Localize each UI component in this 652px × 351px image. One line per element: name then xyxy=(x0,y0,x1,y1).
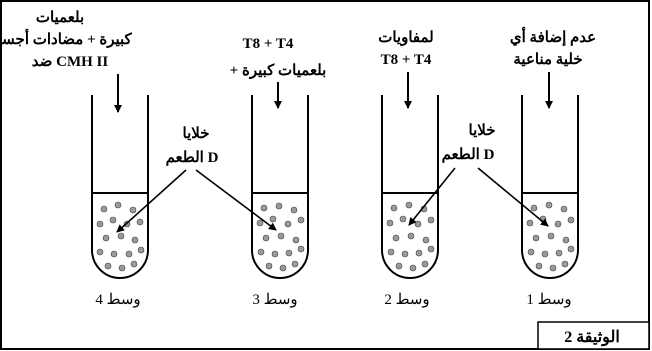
tube-2: لمفاويات T8 + T4 وسط 2 xyxy=(378,30,439,308)
tube-1: عدم إضافة أي خلية مناعية وسط 1 xyxy=(510,26,596,308)
tube-4-medium-label: وسط 4 xyxy=(95,292,140,308)
tube-1-top-label-line2: خلية مناعية xyxy=(513,52,582,68)
tube-3-medium-label: وسط 3 xyxy=(252,292,297,308)
bait-arrow-to-tube-3 xyxy=(195,169,277,231)
tube-4-top-label-line2: كبيرة + مضادات أجسام xyxy=(0,28,133,48)
tube-2-top-label-line2: T8 + T4 xyxy=(381,52,432,68)
tube-3: T8 + T4 + بلعميات كبيرة وسط 3 xyxy=(230,36,327,308)
tube-1-outline xyxy=(521,95,579,279)
bait-cells-left-label-line2: الطعم D xyxy=(166,150,219,166)
tube-2-medium-label: وسط 2 xyxy=(384,292,429,308)
bait-cells-right-label-line2: الطعم D xyxy=(442,147,495,163)
tube-3-top-label-line2: + بلعميات كبيرة xyxy=(230,63,327,79)
tube-1-cells xyxy=(526,201,575,272)
tube-4-top-label-line3: ضد CMH II xyxy=(32,54,109,70)
tube-2-outline xyxy=(381,95,439,279)
bait-cells-right: خلايا الطعم D xyxy=(408,123,549,227)
bait-cells-left-label-line1: خلايا xyxy=(183,126,210,142)
tube-3-top-label-line1: T8 + T4 xyxy=(243,36,294,52)
bait-arrow-to-tube-1 xyxy=(477,167,549,227)
bait-cells-right-label-line1: خلايا xyxy=(469,123,496,139)
tube-1-medium-label: وسط 1 xyxy=(526,292,571,308)
bait-cells-left: خلايا الطعم D xyxy=(116,126,277,233)
tube-4-outline xyxy=(91,95,149,279)
tube-1-top-label-line1: عدم إضافة أي xyxy=(510,26,596,47)
tube-2-cells xyxy=(386,201,435,272)
bait-arrow-to-tube-4 xyxy=(116,169,187,233)
document-label-box: الوثيقة 2 xyxy=(537,321,650,350)
tube-2-top-label-line1: لمفاويات xyxy=(378,30,434,46)
document-label-frame xyxy=(537,321,650,350)
tube-4-top-label-line1: بلعميات xyxy=(36,10,84,26)
tube-3-outline xyxy=(251,95,309,279)
bait-arrow-to-tube-2 xyxy=(408,167,456,226)
tube-4-cells xyxy=(96,201,145,272)
tube-4: بلعميات كبيرة + مضادات أجسام ضد CMH II و… xyxy=(0,10,149,308)
document-label: الوثيقة 2 xyxy=(564,329,620,347)
tube-3-cells xyxy=(256,202,305,272)
